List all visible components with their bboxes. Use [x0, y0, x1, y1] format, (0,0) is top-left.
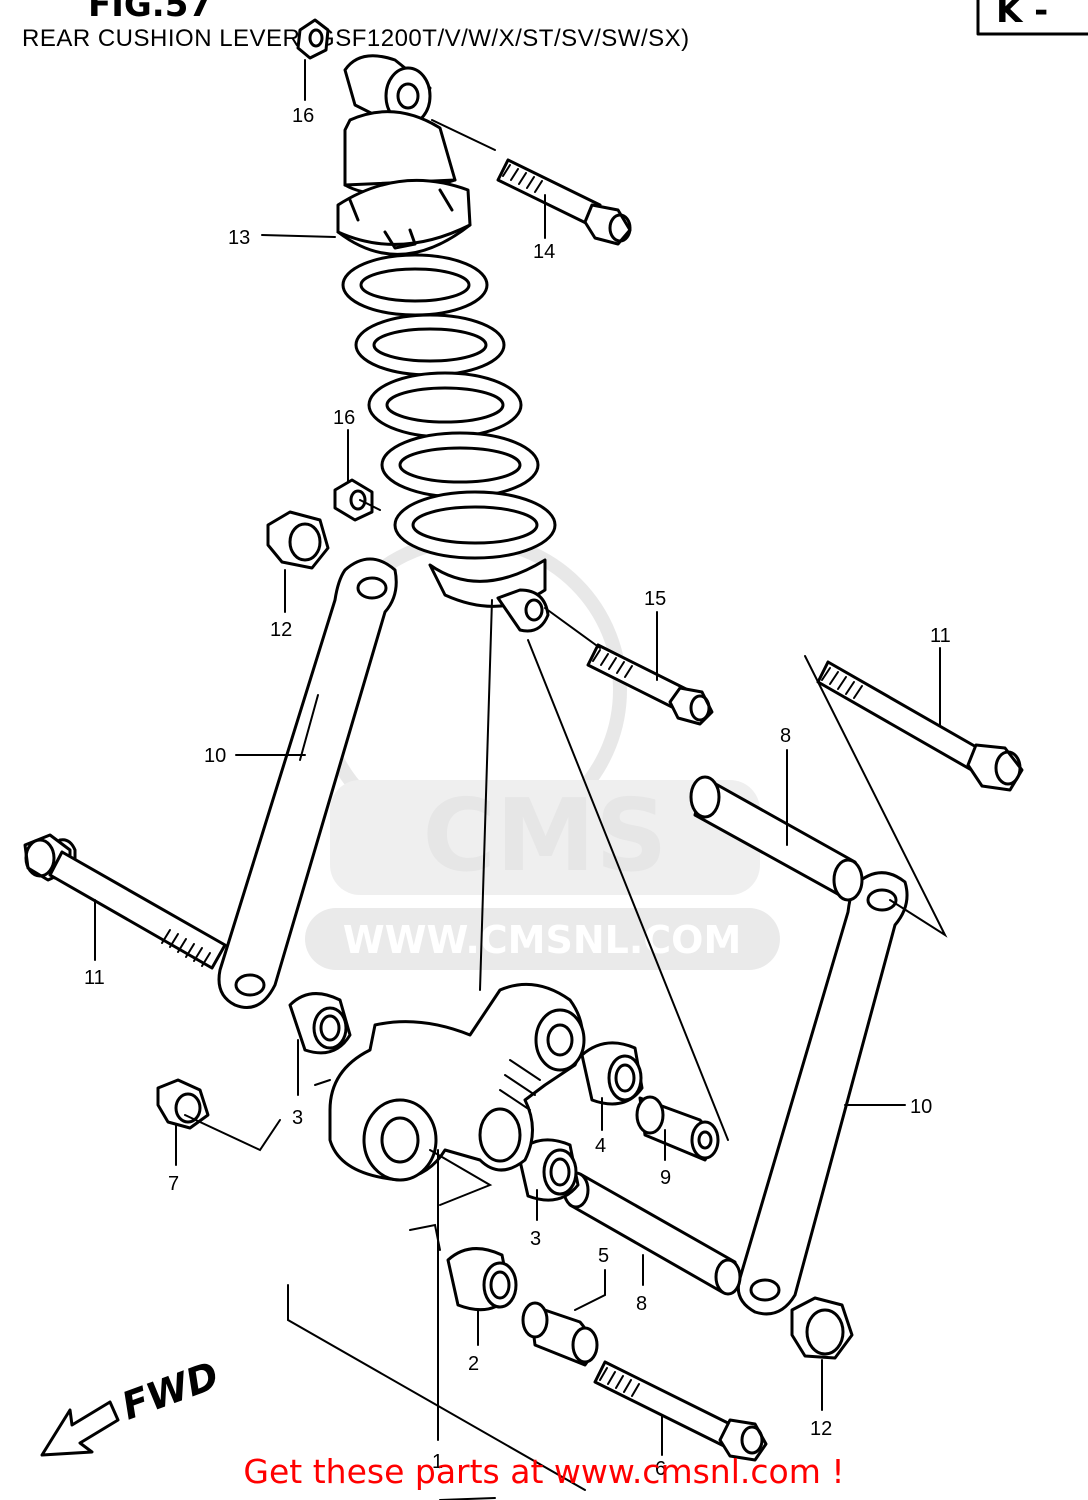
callout-5: 5	[598, 1245, 609, 1267]
parts-link-banner[interactable]: Get these parts at www.cmsnl.com !	[243, 1452, 845, 1491]
forward-label: FWD	[116, 1353, 224, 1428]
callout-2: 2	[468, 1353, 479, 1375]
forward-direction-indicator: FWD	[40, 1353, 225, 1457]
callout-3-top: 3	[292, 1107, 303, 1129]
coil-spring	[341, 253, 557, 560]
leader-lines	[94, 59, 941, 1456]
nut-16-top	[296, 18, 330, 60]
cushion-rod-right	[736, 871, 909, 1316]
bearing-3-top	[288, 992, 352, 1055]
bolt-11-left	[23, 833, 227, 970]
bolt-15	[586, 643, 714, 726]
nut-16-mid	[333, 478, 374, 522]
callout-10-left: 10	[204, 745, 226, 767]
section-tab: K -	[976, 0, 1088, 36]
callout-12-top: 12	[270, 619, 292, 641]
callout-9: 9	[660, 1167, 671, 1189]
callout-14: 14	[533, 241, 555, 263]
spacer-5	[521, 1301, 599, 1367]
callout-16-top: 16	[292, 105, 314, 127]
callout-7: 7	[168, 1173, 179, 1195]
callout-16-mid: 16	[333, 407, 355, 429]
callout-6: 6	[655, 1458, 666, 1480]
watermark-brand: CMS	[423, 777, 668, 894]
diagram-title: REAR CUSHION LEVER (GSF1200T/V/W/X/ST/SV…	[22, 25, 690, 52]
bearing-4	[580, 1041, 644, 1106]
callout-12-bottom: 12	[810, 1418, 832, 1440]
callout-13: 13	[228, 227, 250, 249]
spacer-9	[635, 1095, 720, 1162]
callout-8-top: 8	[780, 725, 791, 747]
bolt-14	[496, 158, 632, 246]
watermark: CMS WWW.CMSNL.COM	[305, 533, 780, 970]
callout-11-left: 11	[84, 967, 105, 989]
callout-4: 4	[595, 1135, 606, 1157]
bolt-11-right	[816, 660, 1024, 792]
callout-3-bottom: 3	[530, 1228, 541, 1250]
bearing-2	[446, 1247, 518, 1312]
callout-1: 1	[432, 1451, 443, 1473]
forward-arrow-icon	[40, 1400, 120, 1457]
nut-7	[156, 1078, 210, 1130]
assembly-lines	[184, 119, 948, 1500]
spacer-8-top	[689, 775, 864, 902]
callout-15: 15	[644, 588, 666, 610]
cushion-lever	[328, 982, 586, 1182]
cushion-rod-left	[217, 557, 398, 1009]
nut-12-top	[266, 510, 330, 570]
bearing-3-bottom	[516, 1138, 580, 1202]
callout-10-right: 10	[910, 1096, 932, 1118]
callouts: 16 14 13 16 12 15 11 8 10 11 10 3 4 9 7 …	[84, 105, 951, 1480]
watermark-url: WWW.CMSNL.COM	[343, 918, 742, 962]
callout-11-right: 11	[930, 625, 951, 647]
nut-12-bottom	[790, 1296, 854, 1360]
section-tab-label: K -	[996, 0, 1048, 31]
spacer-8-bottom	[562, 1171, 742, 1296]
rear-shock-absorber	[336, 54, 557, 633]
callout-8-bottom: 8	[636, 1293, 647, 1315]
figure-number: FIG.57	[88, 0, 212, 25]
bolt-6	[593, 1360, 768, 1462]
